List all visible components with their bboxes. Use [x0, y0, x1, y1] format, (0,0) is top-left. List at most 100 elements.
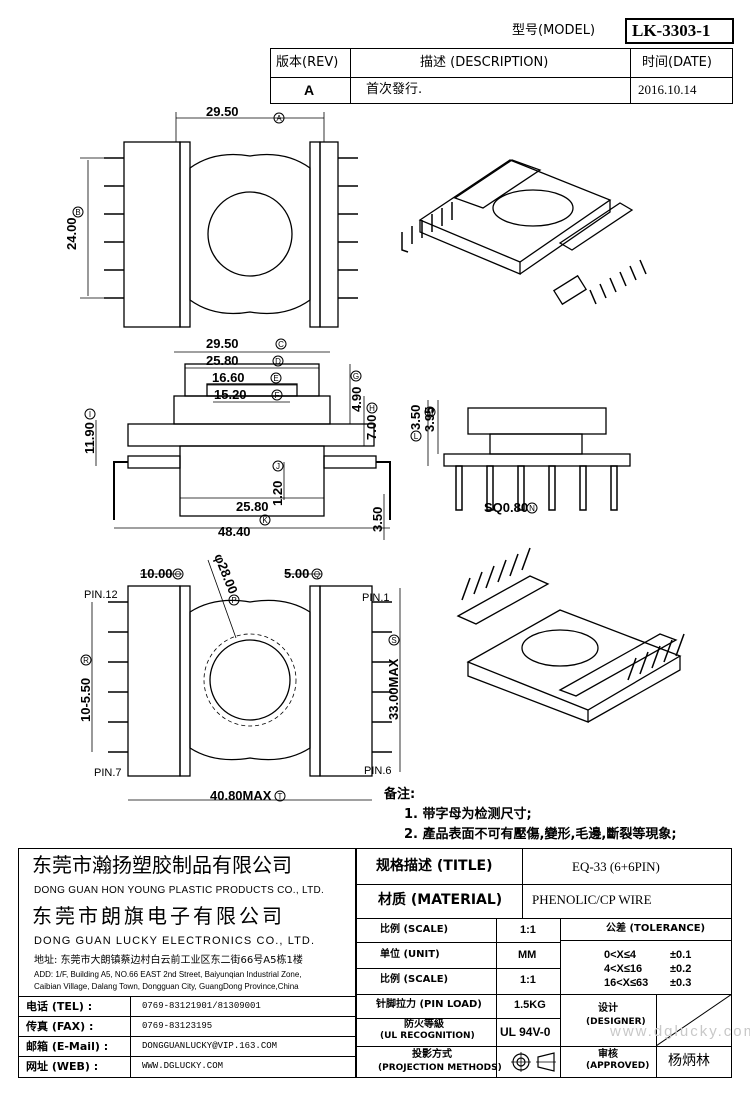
model-value-box — [625, 18, 734, 44]
contact-row-divider-0 — [18, 996, 356, 997]
tolerance-label: 公差 (TOLERANCE) — [606, 923, 706, 934]
spec-row-5 — [356, 994, 732, 995]
pinload-label: 针脚拉力 (PIN LOAD) — [376, 999, 482, 1010]
company-address-en-1: ADD: 1/F, Building A5, NO.66 EAST 2nd St… — [34, 970, 302, 979]
scale2-value: 1:1 — [520, 974, 536, 986]
pinload-value: 1.5KG — [514, 999, 546, 1011]
rev-value: A — [304, 82, 315, 98]
approved-label-cn: 审核 — [598, 1049, 618, 1060]
svg-text:D: D — [275, 357, 281, 366]
svg-text:29.50: 29.50 — [206, 336, 239, 351]
contact-row-divider-2 — [18, 1036, 356, 1037]
contact-row-divider-3 — [18, 1056, 356, 1057]
svg-text:10-5.50: 10-5.50 — [78, 678, 93, 722]
model-value: LK-3303-1 — [632, 21, 711, 40]
projection-label-cn: 投影方式 — [412, 1049, 452, 1060]
svg-text:3.50: 3.50 — [370, 507, 385, 532]
svg-text:M: M — [427, 408, 434, 417]
svg-text:φ28.00: φ28.00 — [211, 552, 241, 596]
svg-text:PIN.1: PIN.1 — [362, 592, 390, 604]
title-block-divider — [355, 848, 357, 1078]
svg-text:4.90: 4.90 — [349, 387, 364, 412]
bottom-view — [91, 559, 401, 801]
tol-2-value: ±0.2 — [670, 963, 692, 975]
web-value: WWW.DGLUCKY.COM — [142, 1061, 224, 1071]
svg-text:10.00: 10.00 — [140, 566, 173, 581]
technical-drawing: 29.50 24.00 29.50 25.80 16.60 15.20 4.90… — [64, 104, 685, 803]
tol-1: 0<X≤4 — [604, 949, 637, 961]
tol-3: 16<X≤63 — [604, 977, 649, 989]
svg-text:25.80: 25.80 — [206, 353, 239, 368]
spec-col-3 — [656, 994, 657, 1078]
top-view — [80, 112, 358, 328]
tol-1-value: ±0.1 — [670, 949, 692, 961]
rev-col-divider-2 — [630, 48, 631, 104]
spec-row-6 — [356, 1018, 560, 1019]
svg-text:T: T — [278, 792, 283, 801]
mail-value: DONGGUANLUCKY@VIP.163.COM — [142, 1041, 278, 1051]
desc-value: 首次發行. — [366, 82, 423, 97]
unit-value: MM — [518, 949, 537, 961]
scale2-label: 比例 (SCALE) — [380, 974, 449, 985]
title-block — [18, 848, 732, 1078]
svg-text:B: B — [75, 208, 80, 217]
isometric-top — [401, 159, 647, 306]
note-2: 2. 產品表面不可有壓傷,變形,毛邊,斷裂等現象; — [404, 827, 677, 842]
company-1-en: DONG GUAN HON YOUNG PLASTIC PRODUCTS CO.… — [34, 885, 325, 896]
web-label: 网址 (WEB) : — [26, 1060, 99, 1073]
tel-label: 电话 (TEL) : — [26, 1000, 93, 1013]
unit-label: 单位 (UNIT) — [380, 949, 440, 960]
company-address-en-2: Caibian Village, Dalang Town, Dongguan C… — [34, 982, 299, 991]
date-label: 时间(DATE) — [642, 55, 712, 70]
svg-text:16.60: 16.60 — [212, 370, 245, 385]
svg-text:48.40: 48.40 — [218, 524, 251, 539]
title-value: EQ-33 (6+6PIN) — [572, 859, 660, 874]
spec-row-divider-2 — [356, 918, 732, 919]
svg-text:15.20: 15.20 — [214, 387, 247, 402]
ul-label-cn: 防火等級 — [404, 1019, 444, 1030]
ul-value: UL 94V-0 — [500, 1025, 551, 1039]
svg-text:11.90: 11.90 — [82, 422, 97, 454]
svg-text:Q: Q — [314, 570, 320, 579]
note-1: 1. 带字母为检测尺寸; — [404, 807, 532, 822]
approved-label-en: (APPROVED) — [586, 1061, 650, 1071]
svg-text:1.20: 1.20 — [270, 481, 285, 506]
watermark: www.dglucky.com — [610, 1023, 750, 1040]
tol-2: 4<X≤16 — [604, 963, 643, 975]
material-value: PHENOLIC/CP WIRE — [532, 892, 652, 907]
scale-label: 比例 (SCALE) — [380, 924, 449, 935]
designer-label-en: (DESIGNER) — [586, 1017, 646, 1027]
svg-text:SQ0.80: SQ0.80 — [484, 500, 528, 515]
svg-text:PIN.12: PIN.12 — [84, 589, 118, 601]
revision-table — [270, 48, 733, 104]
svg-text:R: R — [83, 656, 89, 665]
designer-strike — [656, 994, 732, 1046]
svg-text:S: S — [391, 636, 396, 645]
date-value: 2016.10.14 — [638, 82, 697, 97]
fax-label: 传真 (FAX) : — [26, 1020, 94, 1033]
svg-text:H: H — [369, 404, 375, 413]
svg-text:7.00: 7.00 — [364, 415, 379, 440]
spec-row-4 — [356, 968, 560, 969]
svg-text:L: L — [414, 432, 419, 441]
tol-3-value: ±0.3 — [670, 977, 692, 989]
material-label: 材质 (MATERIAL) — [378, 892, 503, 908]
svg-text:29.50: 29.50 — [206, 104, 239, 119]
svg-text:G: G — [353, 372, 359, 381]
company-address-cn: 地址: 东莞市大朗镇蔡边村白云前工业区东二街66号A5栋1楼 — [34, 955, 303, 966]
svg-text:PIN.7: PIN.7 — [94, 767, 122, 779]
svg-text:E: E — [273, 374, 278, 383]
spec-row-3 — [356, 942, 560, 943]
approved-value: 杨炳林 — [668, 1053, 710, 1069]
isometric-bottom — [456, 547, 685, 723]
spec-col-1 — [496, 918, 497, 1078]
svg-text:25.80: 25.80 — [236, 499, 269, 514]
svg-text:I: I — [89, 410, 91, 419]
svg-text:C: C — [278, 340, 284, 349]
mail-label: 邮箱 (E-Mail) : — [26, 1040, 109, 1053]
svg-text:K: K — [262, 516, 268, 525]
model-label: 型号(MODEL) — [512, 23, 596, 38]
scale-value: 1:1 — [520, 924, 536, 936]
svg-text:5.00: 5.00 — [284, 566, 309, 581]
svg-text:N: N — [529, 504, 535, 513]
